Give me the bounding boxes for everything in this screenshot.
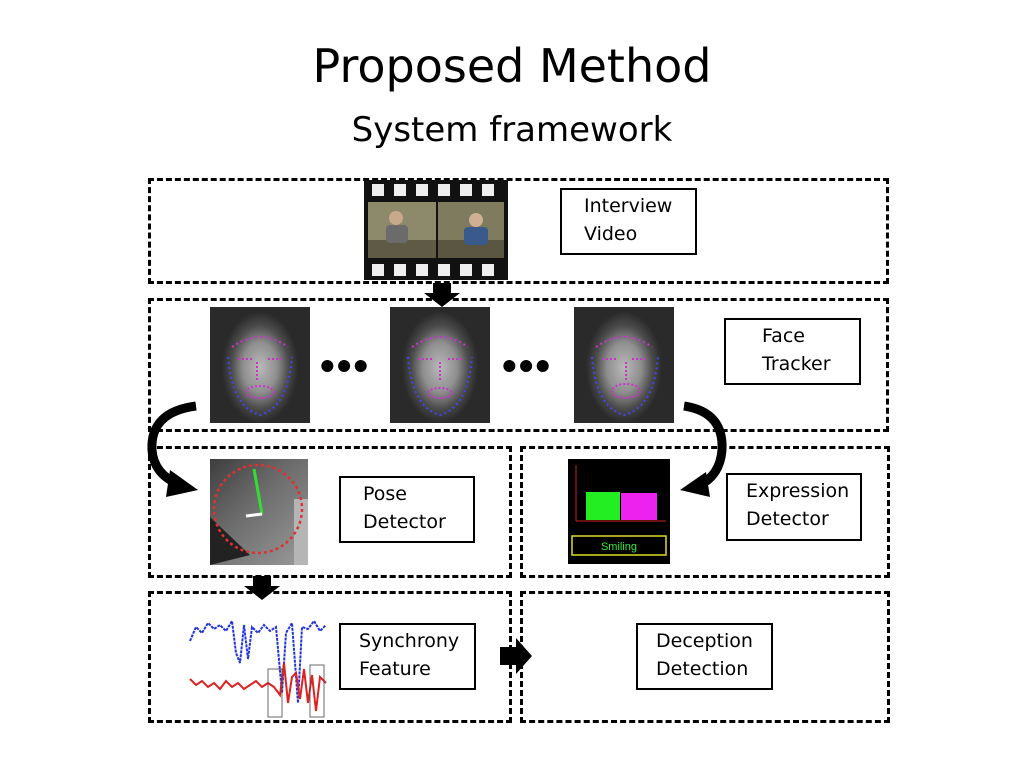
stage-expression-box [520, 446, 890, 578]
pose-detector-label: Pose Detector [339, 476, 475, 543]
curved-arrow-right-icon [680, 401, 727, 497]
expression-status-text: Smiling [601, 541, 637, 553]
face-tracker-label: Face Tracker [724, 318, 861, 385]
right-arrow-icon [500, 638, 532, 674]
down-arrow-2-icon [244, 576, 280, 600]
page-subtitle: System framework [351, 110, 673, 150]
stage-pose-box [148, 446, 512, 578]
down-arrow-icon [424, 283, 460, 307]
face-frame-2-image [390, 307, 490, 423]
ellipsis-1: ••• [320, 342, 371, 389]
face-frame-1-image [210, 307, 310, 423]
pose-detector-image [210, 459, 308, 565]
video-filmstrip-image [364, 180, 508, 280]
expression-detector-label: Expression Detector [726, 473, 862, 541]
face-frame-3-image [574, 307, 674, 423]
stage-video-box [148, 178, 889, 284]
curved-arrow-left-icon [147, 401, 198, 497]
expression-detector-image: Smiling [568, 459, 670, 564]
deception-detection-label: Deception Detection [636, 623, 773, 690]
synchrony-signal-image [186, 603, 334, 721]
interview-video-label: Interview Video [560, 188, 697, 255]
ellipsis-2: ••• [502, 342, 553, 389]
page-title: Proposed Method [312, 39, 712, 93]
synchrony-feature-label: Synchrony Feature [339, 623, 476, 690]
stage-face-box [148, 298, 889, 432]
